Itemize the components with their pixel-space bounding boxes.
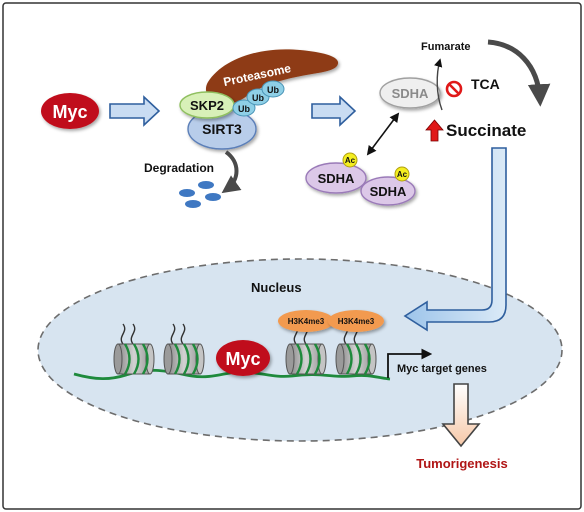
complex-to-sdha-arrow [311,95,357,127]
nucleosome-4 [335,323,377,375]
myc-protein [41,93,99,129]
myc-to-complex-arrow [109,95,161,127]
tca-cycle-arrow [487,39,551,107]
tumorigenesis-arrow [441,383,481,448]
degradation-label: Degradation [144,161,214,175]
myc-nuclear-label: Myc [225,349,260,369]
sdha-ac-label-1: SDHA [318,171,355,186]
ubiquitin-chain [232,80,285,117]
tca-label: TCA [471,76,500,92]
myc-label: Myc [52,102,87,122]
nucleosome-2 [163,323,205,375]
h3k4me3-label-1: H3K4me3 [288,317,325,326]
h3k4me3-label-2: H3K4me3 [338,317,375,326]
nucleosome-3 [285,323,327,375]
sdha-enzyme [379,77,441,109]
sirt3-label: SIRT3 [202,121,242,137]
sdha-acetylated-1 [305,162,367,194]
myc-target-genes-label: Myc target genes [397,363,487,375]
degradation-fragments [179,181,221,208]
sdha-ac-label-2: SDHA [370,184,407,199]
ub-label-1: Ub [238,104,250,114]
degradation-arrow [221,150,242,194]
proteasome [205,49,339,104]
succinate-to-fumarate-arrow [434,58,443,111]
ub-label-2: Ub [252,93,264,103]
nucleus-label: Nucleus [251,280,302,295]
ac-label-2: Ac [397,170,408,179]
ub-label-3: Ub [267,85,279,95]
h3k4me3-mark-2 [328,310,384,332]
sdha-acetylated-2 [360,176,416,206]
inhibition-icon [445,80,463,98]
transcription-start-arrow [387,348,433,378]
tumorigenesis-label: Tumorigenesis [416,456,508,471]
h3k4me3-mark-1 [278,310,334,332]
fumarate-label: Fumarate [421,41,471,53]
acetyl-badge-2 [394,166,410,182]
acetyl-badge-1 [342,152,358,168]
myc-nuclear-protein [216,340,270,376]
increase-arrow-icon [425,119,444,142]
sdha-label: SDHA [392,86,429,101]
succinate-to-nucleus-arrow [403,147,507,332]
ac-label-1: Ac [345,156,356,165]
succinate-label: Succinate [446,121,526,140]
skp2-label: SKP2 [190,98,224,113]
sdha-acetylation-arrow [366,112,400,156]
nucleosome-1 [113,323,155,375]
